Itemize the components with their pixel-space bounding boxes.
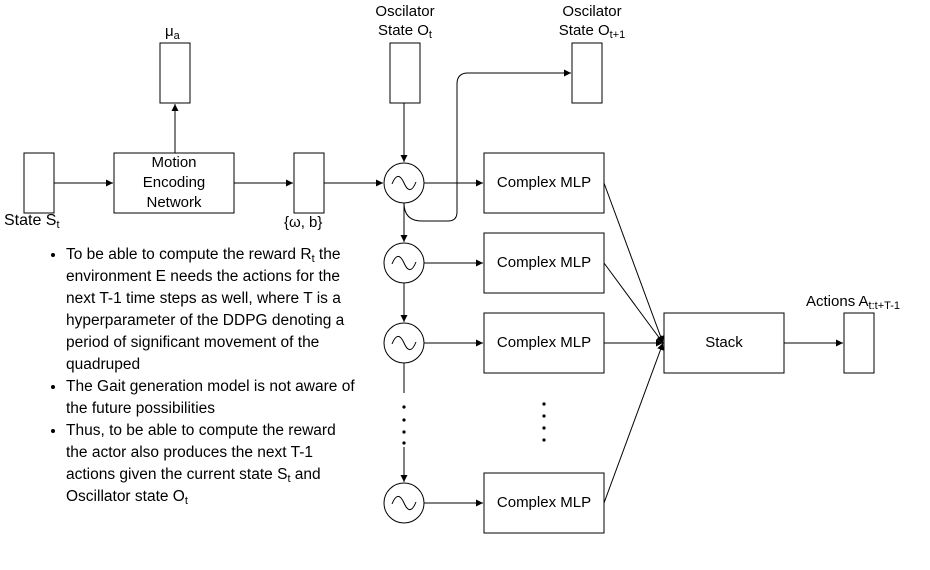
sine-wave-icon — [383, 162, 425, 204]
arrow-mlp1-to-stack — [603, 182, 664, 344]
notes-list: To be able to compute the reward Rt the … — [48, 244, 356, 508]
state-st-box — [23, 152, 55, 214]
sine-wave-icon — [383, 242, 425, 284]
oscillator-state-ot-label: Oscilator State Ot — [375, 3, 435, 41]
complex-mlp-box-1 — [483, 152, 605, 214]
oscillator-state-ot1-label: Oscilator State Ot+1 — [558, 3, 626, 41]
sine-wave-icon — [383, 322, 425, 364]
actions-box — [843, 312, 875, 374]
complex-mlp-label-1: Complex MLP — [496, 174, 592, 191]
arrow-osc1-to-ot1 — [403, 69, 571, 222]
note-item-reward: To be able to compute the reward Rt the … — [66, 244, 356, 376]
motion-encoding-network-label: Motion Encoding Network — [142, 154, 206, 211]
motion-encoding-network-box — [113, 152, 235, 214]
actions-label: Actions At:t+T-1 — [806, 293, 901, 312]
mu-a-box — [159, 42, 191, 104]
complex-mlp-label-4: Complex MLP — [496, 494, 592, 511]
note-item-actor: Thus, to be able to compute the reward t… — [66, 420, 356, 508]
omega-b-label: {ω, b} — [284, 214, 323, 231]
oscillator-state-ot1-box — [571, 42, 603, 104]
complex-mlp-box-3 — [483, 312, 605, 374]
vertical-ellipsis — [542, 402, 546, 442]
complex-mlp-label-2: Complex MLP — [496, 254, 592, 271]
omega-b-box — [293, 152, 325, 214]
complex-mlp-box-4 — [483, 472, 605, 534]
arrow-mlp2-to-stack — [603, 262, 664, 344]
note-item-gait: The Gait generation model is not aware o… — [66, 376, 356, 420]
vertical-ellipsis — [402, 405, 406, 445]
complex-mlp-box-2 — [483, 232, 605, 294]
mu-a-label: μa — [165, 23, 180, 42]
stack-label: Stack — [705, 334, 743, 351]
oscillator-state-ot-box — [389, 42, 421, 104]
arrow-mlp4-to-stack — [603, 342, 664, 504]
sine-wave-icon — [383, 482, 425, 524]
complex-mlp-label-3: Complex MLP — [496, 334, 592, 351]
state-st-label: State St — [4, 212, 60, 231]
